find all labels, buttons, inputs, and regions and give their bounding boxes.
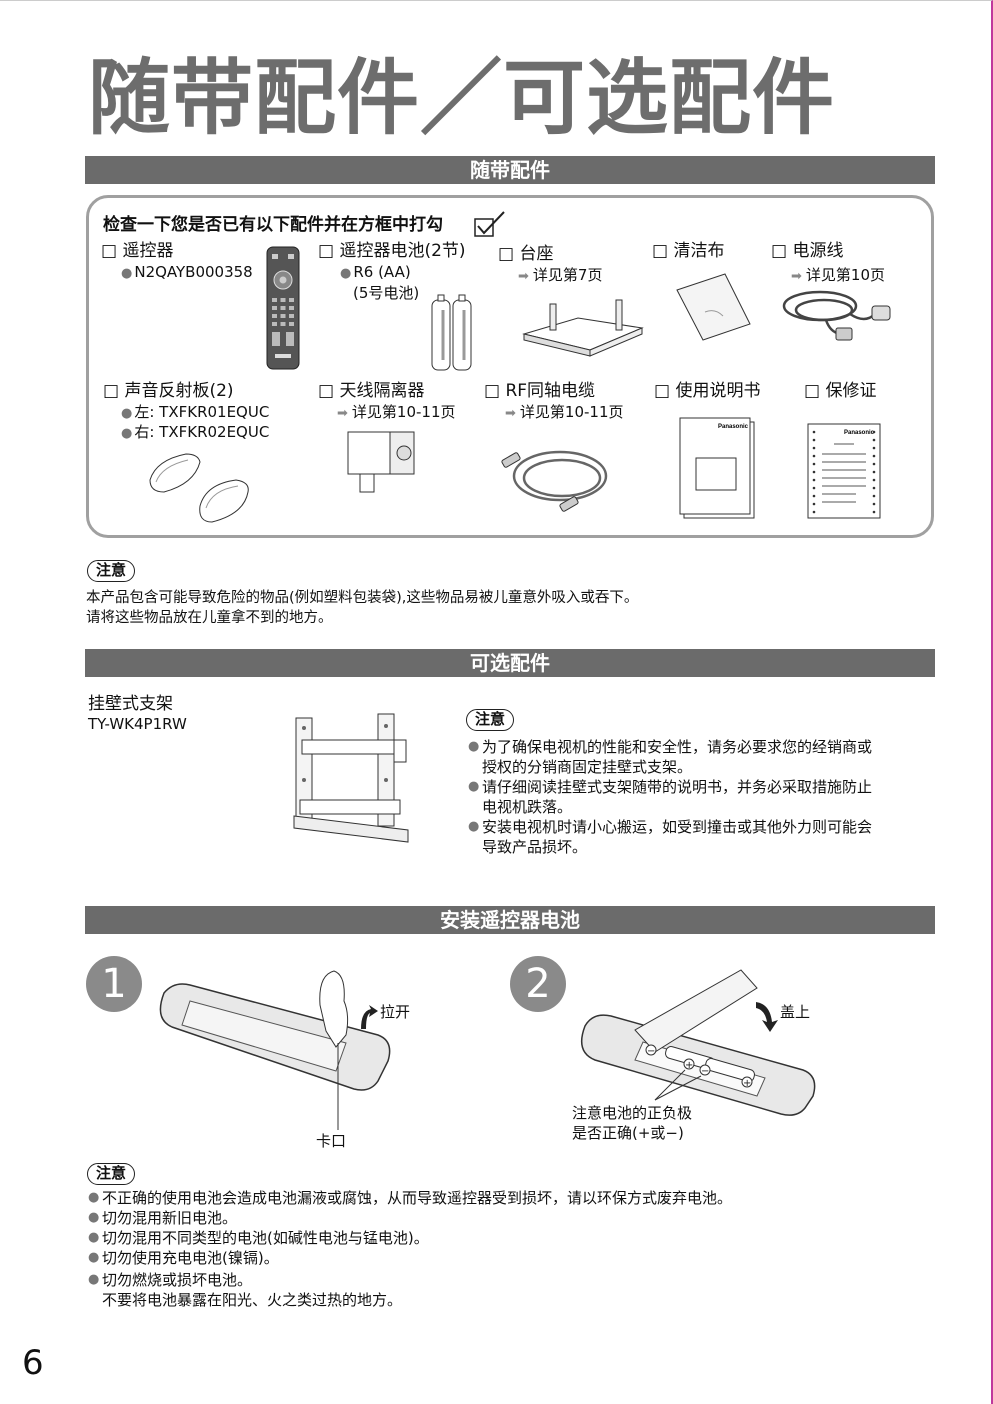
battery-caution-item: 切勿使用充电电池(镍镉)。 [88,1248,732,1268]
cleaning-cloth-icon [676,273,751,341]
caution-badge-optional: 注意 [466,709,515,731]
caution-text-line1: 本产品包含可能导致危险的物品(例如塑料包装袋),这些物品易被儿童意外吸入或吞下。 [86,590,639,606]
item-isolator-label: □ 天线隔离器 [318,381,425,401]
tv-stand-icon [522,299,644,357]
item-rf-cable-ref: 详见第10-11页 [505,402,624,424]
wall-bracket-cautions: 为了确保电视机的性能和安全性，请务必要求您的经销商或授权的分销商固定挂壁式支架。… [468,737,872,857]
battery-cautions: 不正确的使用电池会造成电池漏液或腐蚀，从而导致遥控器受到损坏，请以环保方式废弃电… [88,1188,732,1310]
battery-caution-item: 切勿混用新旧电池。 [88,1208,732,1228]
aa-batteries-icon [431,294,472,371]
close-arrow-icon [756,1002,778,1032]
warranty-brand-text: Panasonic [844,430,875,436]
warranty-card-icon: Panasonic [807,423,881,519]
svg-text:−: − [701,1066,709,1077]
step-2-action: 盖上 [780,1003,811,1021]
caution-badge: 注意 [87,560,136,582]
antenna-isolator-icon [347,431,415,493]
remote-control-icon [266,246,300,370]
item-stand-ref: 详见第7页 [518,265,603,287]
step-2-badge: 2 [510,956,566,1012]
item-rf-cable-label: □ RF同轴电缆 [484,381,596,401]
item-remote-label: □ 遥控器 [101,241,174,261]
remote-open-cover-illustration [159,970,391,1130]
item-isolator-ref: 详见第10-11页 [337,402,456,424]
step-1-badge: 1 [86,956,142,1012]
section-header-battery: 安装遥控器电池 [85,906,935,934]
item-remote-code: N2QAYB000358 [121,262,252,284]
battery-caution-item: 切勿燃烧或损坏电池。不要将电池暴露在阳光、火之类过热的地方。 [88,1270,732,1310]
battery-caution-extra: 不要将电池暴露在阳光、火之类过热的地方。 [102,1291,403,1309]
battery-caution-item: 切勿混用不同类型的电池(如碱性电池与锰电池)。 [88,1228,732,1248]
item-cloth-label: □ 清洁布 [652,241,725,261]
caution-text-line2: 请将这些物品放在儿童拿不到的地方。 [86,610,333,626]
page-number: 6 [22,1343,44,1383]
item-reflector-right: 右: TXFKR02EQUC [121,422,269,444]
wall-bracket-model: TY-WK4P1RW [88,715,187,733]
step-1-action: 拉开 [380,1003,411,1021]
item-batteries-label: □ 遥控器电池(2节) [318,241,466,261]
item-reflector-label: □ 声音反射板(2) [103,381,234,401]
svg-text:−: − [647,1046,655,1057]
page-title: 随带配件／可选配件 [88,51,836,146]
rf-cable-icon [501,450,608,512]
wall-bracket-name: 挂壁式支架 [88,694,173,714]
item-batteries-size: (5号电池) [353,284,420,302]
operating-manual-icon: Panasonic [679,417,755,519]
item-power-cord-ref: 详见第10页 [791,265,885,287]
item-stand-label: □ 台座 [498,244,554,264]
svg-text:+: + [685,1060,693,1071]
step-2-note-line2: 是否正确(+或−) [572,1124,684,1142]
battery-caution-item: 不正确的使用电池会造成电池漏液或腐蚀，从而导致遥控器受到损坏，请以环保方式废弃电… [88,1188,732,1208]
checklist-instruction: 检查一下您是否已有以下配件并在方框中打勾 [103,215,443,235]
step-1-catch-label: 卡口 [316,1132,347,1150]
lift-arrow-icon [361,1005,378,1029]
item-manual-label: □ 使用说明书 [654,381,761,401]
item-power-cord-label: □ 电源线 [771,241,844,261]
svg-text:+: + [743,1078,751,1089]
remote-insert-battery-illustration: − + − + [580,969,816,1116]
item-batteries-type: R6 (AA) [340,262,410,284]
wall-bracket-icon [293,713,409,843]
section-header-supplied: 随带配件 [85,156,935,184]
checkmark-box-icon [474,211,505,237]
item-reflector-left: 左: TXFKR01EQUC [121,402,269,424]
caution-badge-battery: 注意 [87,1163,136,1185]
manual-brand-text: Panasonic [718,424,749,430]
section-header-optional: 可选配件 [85,649,935,677]
item-warranty-label: □ 保修证 [804,381,877,401]
sound-reflector-icon [149,453,249,523]
step-2-note-line1: 注意电池的正负极 [572,1104,693,1122]
accessory-checklist-box [86,195,934,538]
power-cord-icon [782,290,891,341]
